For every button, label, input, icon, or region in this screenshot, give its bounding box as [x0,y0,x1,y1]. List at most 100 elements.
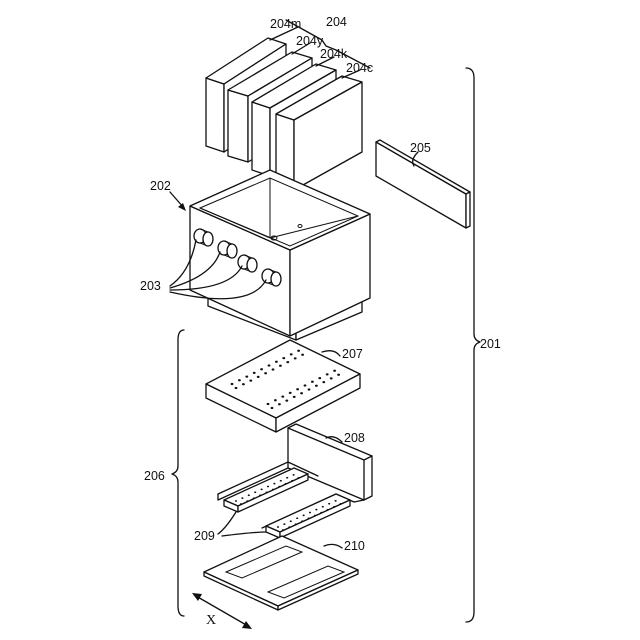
head-nozzle-dot [241,497,243,499]
label-207: 207 [342,347,363,361]
plate-hole [281,395,284,397]
plate-hole [274,399,277,401]
plate-hole [242,383,245,385]
label-201: 201 [480,337,501,351]
head-nozzle-dot [295,523,297,525]
plate-hole [300,392,303,394]
plate-hole [294,357,297,359]
print-head-209a [224,468,308,512]
head-nozzle-dot [333,506,335,508]
head-nozzle-dot [277,526,279,528]
plate-hole [275,361,278,363]
head-nozzle-dot [246,500,248,502]
plate-hole [279,365,282,367]
plate-hole [257,376,260,378]
head-nozzle-dot [335,500,337,502]
plate-hole [245,375,248,377]
print-head-209b [266,494,350,538]
label-210: 210 [344,539,365,553]
base-plate-210 [204,536,358,610]
head-nozzle-dot [327,509,329,511]
plate-hole [231,383,234,385]
head-nozzle-dot [259,494,261,496]
label-205: 205 [410,141,431,155]
head-nozzle-dot [267,486,269,488]
head-nozzle-dot [283,523,285,525]
plate-hole [308,388,311,390]
head-nozzle-dot [261,489,263,491]
plate-hole [268,364,271,366]
head-nozzle-dot [314,515,316,517]
head-nozzle-dot [278,486,280,488]
head-nozzle-dot [298,477,300,479]
plate-hole [272,368,275,370]
plate-hole [322,381,325,383]
label-204c: 204c [346,61,373,75]
head-nozzle-dot [253,497,255,499]
plate-hole [264,372,267,374]
head-nozzle-dot [293,474,295,476]
head-nozzle-dot [320,512,322,514]
plate-hole [282,357,285,359]
label-206: 206 [144,469,165,483]
label-x-axis: X [206,613,216,628]
plate-hole [318,377,321,379]
plate-hole [333,370,336,372]
head-nozzle-dot [266,492,268,494]
plate-hole [286,361,289,363]
plate-hole [330,377,333,379]
plate-hole [285,399,288,401]
label-209: 209 [194,529,215,543]
label-204: 204 [326,15,347,29]
bracket-206 [172,330,184,616]
head-nozzle-dot [340,503,342,505]
plate-hole [296,388,299,390]
head-nozzle-dot [291,480,293,482]
head-nozzle-dot [322,506,324,508]
head-nozzle-dot [282,529,284,531]
head-nozzle-dot [308,518,310,520]
ink-tank-holder-202 [190,170,370,340]
plate-hole [290,353,293,355]
plate-hole [267,403,270,405]
label-208: 208 [344,431,365,445]
plate-hole [304,384,307,386]
head-nozzle-dot [272,489,274,491]
nozzle-plate-207 [206,340,360,432]
head-nozzle-dot [290,520,292,522]
head-nozzle-dot [286,477,288,479]
x-axis-arrow [192,593,252,629]
bracket-201 [466,68,480,622]
plate-hole [297,350,300,352]
head-nozzle-dot [301,520,303,522]
plate-hole [271,407,274,409]
head-nozzle-dot [296,517,298,519]
head-nozzle-dot [288,526,290,528]
head-nozzle-dot [315,509,317,511]
plate-hole [289,392,292,394]
plate-hole [337,374,340,376]
head-nozzle-dot [280,480,282,482]
plate-hole [278,403,281,405]
plate-hole [315,385,318,387]
plate-hole [235,387,238,389]
label-204y: 204y [296,34,324,48]
head-nozzle-dot [303,515,305,517]
label-204k: 204k [320,47,348,61]
plate-hole [260,368,263,370]
head-nozzle-dot [235,500,237,502]
plate-hole [293,396,296,398]
head-nozzle-dot [254,491,256,493]
head-nozzle-dot [285,483,287,485]
plate-hole [311,381,314,383]
head-nozzle-dot [240,503,242,505]
head-nozzle-dot [328,503,330,505]
plate-hole [249,379,252,381]
plate-hole [253,372,256,374]
plate-hole [326,373,329,375]
label-203: 203 [140,279,161,293]
plate-hole [238,379,241,381]
label-204m: 204m [270,17,301,31]
